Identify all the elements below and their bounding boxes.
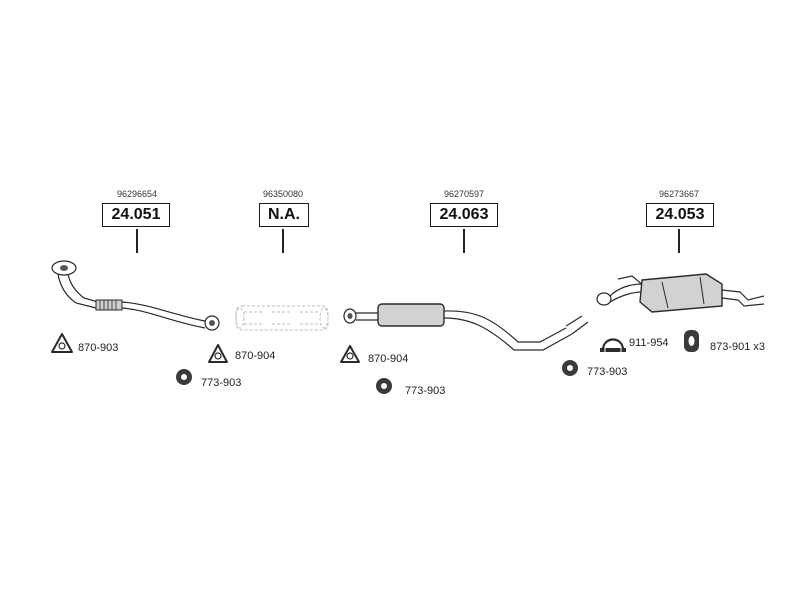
ref-box-24-053[interactable]: 24.053 bbox=[646, 203, 714, 227]
rear-silencer-icon[interactable] bbox=[596, 273, 765, 313]
oe-number: 96350080 bbox=[262, 189, 304, 199]
ref-box-24-051[interactable]: 24.051 bbox=[102, 203, 170, 227]
oe-number: 96296654 bbox=[116, 189, 158, 199]
middle-silencer-icon[interactable] bbox=[343, 303, 589, 351]
oe-number: 96270597 bbox=[443, 189, 485, 199]
part-label: 773-903 bbox=[587, 366, 628, 378]
gasket-icon[interactable] bbox=[51, 333, 73, 353]
rubber-mount-icon[interactable] bbox=[376, 378, 392, 394]
clamp-icon[interactable] bbox=[600, 338, 626, 353]
oe-number: 96273667 bbox=[658, 189, 700, 199]
rubber-mount-icon[interactable] bbox=[176, 369, 192, 385]
leader-line bbox=[136, 229, 138, 253]
part-label: 870-904 bbox=[368, 353, 409, 365]
catalytic-converter-icon bbox=[235, 305, 329, 331]
rubber-buffer-icon[interactable] bbox=[684, 330, 699, 352]
part-label: 870-903 bbox=[78, 342, 119, 354]
leader-line bbox=[463, 229, 465, 253]
front-pipe-icon[interactable] bbox=[51, 260, 220, 331]
ref-box-na[interactable]: N.A. bbox=[259, 203, 309, 227]
gasket-icon[interactable] bbox=[208, 344, 228, 363]
rubber-mount-icon[interactable] bbox=[562, 360, 578, 376]
ref-box-24-063[interactable]: 24.063 bbox=[430, 203, 498, 227]
part-label: 870-904 bbox=[235, 350, 276, 362]
leader-line bbox=[282, 229, 284, 253]
part-label: 911-954 bbox=[629, 337, 669, 349]
part-label: 773-903 bbox=[201, 377, 242, 389]
part-label: 773-903 bbox=[405, 385, 446, 397]
gasket-icon[interactable] bbox=[340, 345, 360, 363]
part-label: 873-901 x3 bbox=[710, 341, 766, 353]
leader-line bbox=[678, 229, 680, 253]
